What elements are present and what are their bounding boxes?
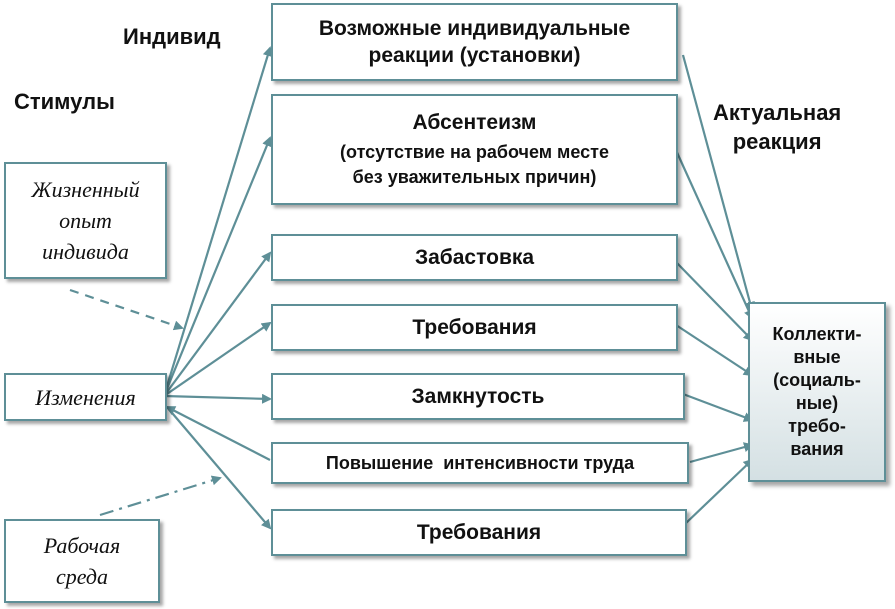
response-title: Возможные индивидуальные реакции (устано…: [318, 17, 631, 67]
stimulus-changes: Изменения: [4, 373, 167, 421]
result-box-collective-demands: Коллекти- вные (социаль- ные) требо- ван…: [748, 302, 886, 482]
response-box-absenteeism: Абсентеизм (отсутствие на рабочем месте …: [271, 94, 678, 205]
heading-individ: Индивид: [123, 24, 221, 49]
response-title: Замкнутость: [411, 385, 545, 408]
arrow-intensity-to-changes: [165, 406, 271, 461]
arrow-changes-to-demands: [163, 321, 272, 397]
response-title: Повышение интенсивности труда: [325, 452, 635, 473]
response-box-demands: Требования: [271, 304, 678, 351]
response-box-strike: Забастовка: [271, 234, 678, 281]
arrow-changes-to-reactions: [162, 46, 273, 397]
arrow-demands2-to-result: [684, 458, 754, 525]
arrow-closedness-to-result: [682, 392, 754, 422]
response-title: Требования: [412, 316, 537, 339]
response-box-possible-reactions: Возможные индивидуальные реакции (устано…: [271, 3, 678, 81]
arrow-absenteeism-to-result: [673, 147, 754, 320]
arrow-intensity-to-result: [689, 442, 754, 464]
response-title: Забастовка: [414, 246, 535, 269]
response-box-closedness: Замкнутость: [271, 373, 685, 420]
response-subtitle: (отсутствие на рабочем месте без уважите…: [340, 142, 609, 187]
response-box-demands-2: Требования: [271, 509, 687, 556]
stimulus-life-experience: Жизненный опыт индивида: [4, 162, 167, 279]
arrow-changes-to-closedness: [163, 393, 272, 404]
arrow-changes-to-absenteeism: [162, 136, 272, 397]
arrow-life-experience-to-changes: [69, 288, 184, 331]
heading-stimuli: Стимулы: [14, 89, 115, 114]
response-title: Требования: [416, 521, 542, 544]
arrow-reactions-to-result: [681, 54, 755, 312]
heading-actual-reaction: Актуальная реакция: [713, 100, 842, 154]
arrow-changes-to-demands-2: [166, 406, 272, 530]
response-title: Абсентеизм: [412, 111, 537, 134]
arrow-work-environment-to-changes: [99, 475, 222, 517]
stimulus-work-environment: Рабочая среда: [4, 519, 160, 603]
response-box-intensity: Повышение интенсивности труда: [271, 442, 689, 484]
arrow-demands-to-result: [675, 324, 754, 377]
arrow-changes-to-strike: [163, 251, 272, 397]
arrow-strike-to-result: [675, 261, 754, 342]
